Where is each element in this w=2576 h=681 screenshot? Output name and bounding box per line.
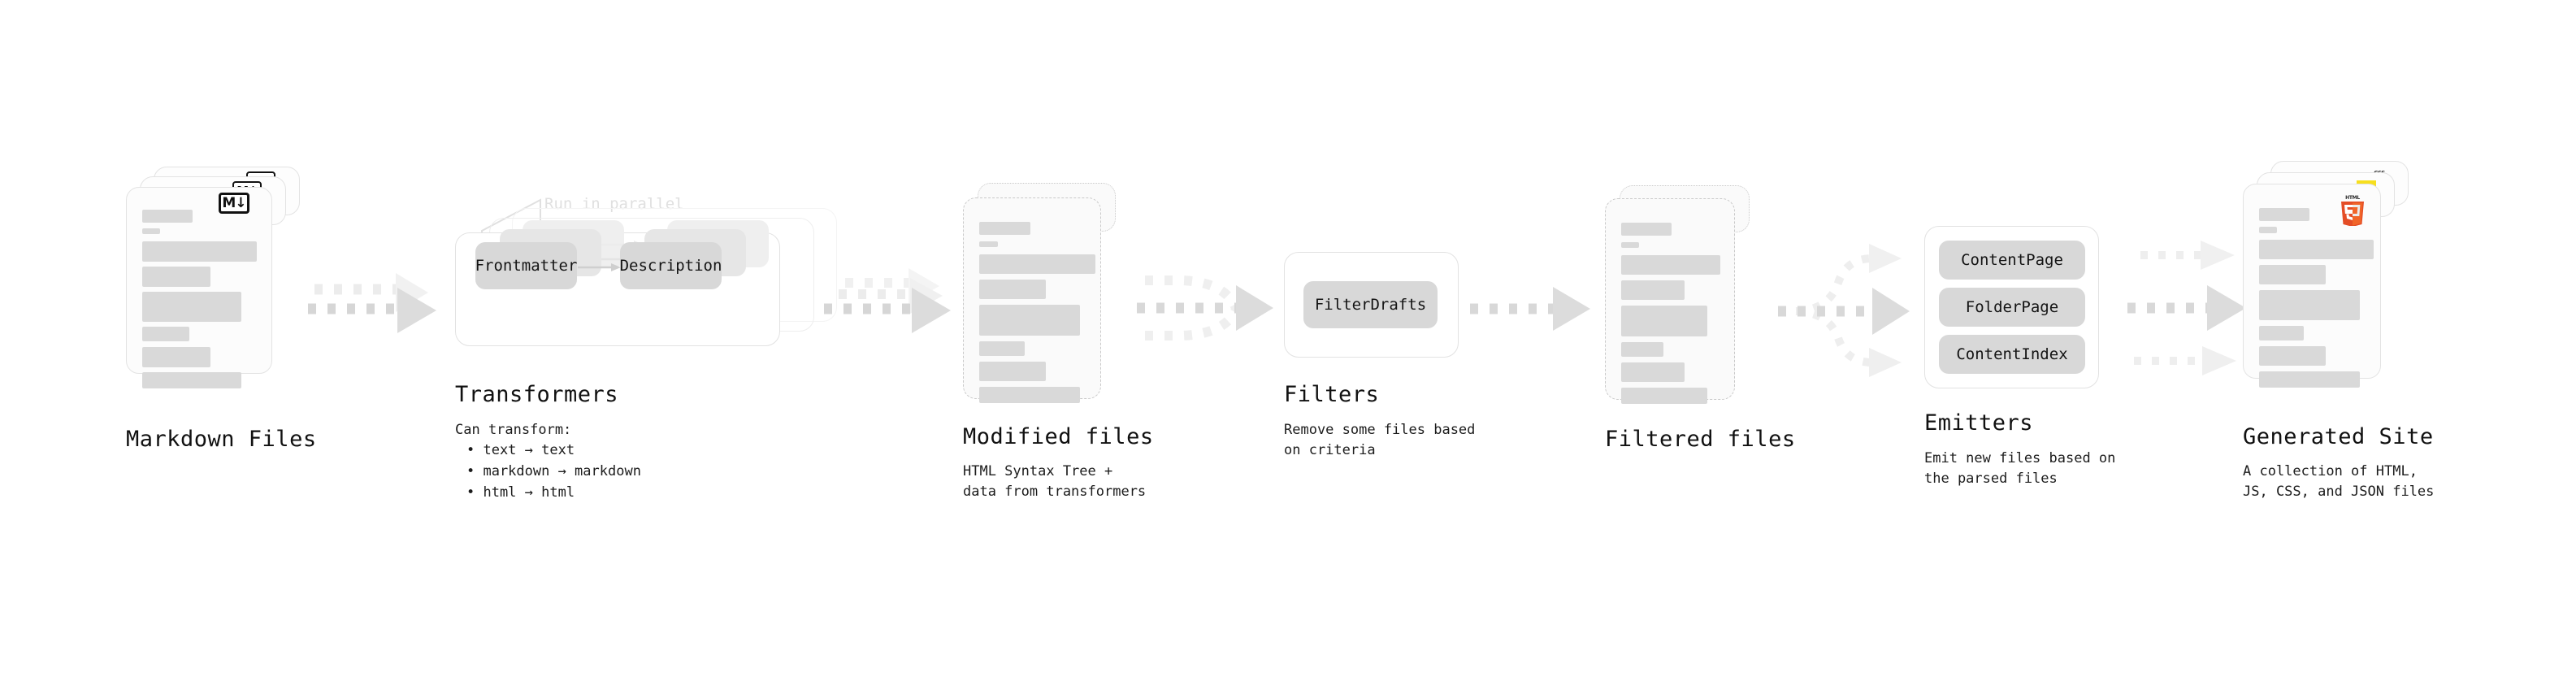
doc-bar	[979, 305, 1080, 336]
chip-contentindex[interactable]: ContentIndex	[1939, 335, 2085, 374]
markdown-files-stack: M↓ M↓ M↓	[126, 167, 321, 410]
chip-contentpage-label: ContentPage	[1961, 251, 2063, 269]
arrow-emitters-to-site	[2127, 241, 2246, 375]
chip-description[interactable]: Description	[620, 242, 722, 289]
transformer-inner-arrow	[578, 263, 621, 271]
chip-frontmatter-label: Frontmatter	[475, 257, 578, 275]
modified-files-title: Modified files	[963, 424, 1154, 449]
doc-bar	[142, 347, 210, 367]
chip-contentpage[interactable]: ContentPage	[1939, 241, 2085, 280]
generated-site-stack: CSS HTML	[2243, 161, 2438, 413]
chip-folderpage[interactable]: FolderPage	[1939, 288, 2085, 327]
doc-bar	[2259, 265, 2326, 284]
markdown-files-title: Markdown Files	[126, 427, 317, 452]
doc-bar	[142, 292, 241, 322]
doc-bar	[979, 222, 1030, 235]
doc-bar	[142, 267, 210, 287]
arrow-modified-to-filters	[1137, 275, 1273, 340]
doc-bar	[142, 372, 241, 388]
arrow-markdown-to-transformers	[308, 273, 436, 333]
doc-bar	[142, 210, 193, 223]
modified-files-stack	[963, 183, 1142, 427]
arrow-filtered-to-emitters	[1778, 244, 1910, 377]
doc-bar	[1621, 280, 1685, 300]
doc-bar	[1621, 255, 1720, 275]
filters-title: Filters	[1284, 382, 1380, 407]
transformers-title: Transformers	[455, 382, 619, 407]
md-badge-text: M↓	[222, 195, 246, 211]
doc-bar	[2259, 346, 2326, 366]
doc-bar	[1621, 388, 1707, 404]
doc-bar	[979, 280, 1046, 299]
html5-icon: HTML	[2339, 193, 2366, 227]
doc-bar	[1621, 223, 1672, 236]
transformers-bullet-markdown: • markdown → markdown	[466, 463, 641, 479]
transformers-stack: Run in parallel Frontmatter Description	[455, 193, 837, 348]
doc-bar	[2259, 290, 2360, 320]
doc-bar	[1621, 306, 1707, 336]
doc-bar	[2259, 240, 2374, 259]
arrow-filters-to-filtered	[1470, 287, 1590, 331]
chip-folderpage-label: FolderPage	[1965, 298, 2059, 316]
doc-bar	[1621, 342, 1663, 357]
emitters-subtitle: Emit new files based on the parsed files	[1924, 450, 2116, 487]
chip-filterdrafts-label: FilterDrafts	[1314, 296, 1427, 314]
arrow-transformers-to-modified	[824, 268, 951, 333]
chip-contentindex-label: ContentIndex	[1956, 345, 2068, 363]
generated-site-subtitle: A collection of HTML, JS, CSS, and JSON …	[2243, 463, 2435, 500]
doc-bar	[142, 228, 160, 234]
svg-text:HTML: HTML	[2345, 195, 2360, 201]
doc-bar	[979, 387, 1080, 403]
doc-bar	[142, 327, 189, 341]
doc-bar	[979, 362, 1046, 381]
transformers-bullet-text: • text → text	[466, 442, 575, 458]
generated-site-title: Generated Site	[2243, 424, 2434, 449]
chip-description-label: Description	[619, 257, 722, 275]
markdown-icon: M↓	[219, 193, 249, 214]
doc-bar	[2259, 326, 2304, 340]
doc-bar	[1621, 362, 1685, 382]
emitters-stack: ContentPage FolderPage ContentIndex	[1924, 226, 2127, 397]
transformers-subtitle: Can transform:	[455, 422, 572, 438]
doc-bar	[1621, 242, 1639, 248]
modified-files-subtitle: HTML Syntax Tree + data from transformer…	[963, 463, 1147, 500]
filters-stack: FilterDrafts	[1284, 252, 1479, 366]
emitters-title: Emitters	[1924, 410, 2034, 436]
doc-bar	[979, 254, 1095, 274]
filtered-files-title: Filtered files	[1605, 427, 1796, 452]
doc-bar	[979, 341, 1025, 356]
doc-bar	[2259, 227, 2277, 233]
doc-bar	[979, 241, 998, 247]
doc-bar	[2259, 208, 2309, 221]
chip-frontmatter[interactable]: Frontmatter	[475, 242, 577, 289]
doc-bar	[2259, 371, 2360, 388]
doc-bar	[142, 241, 257, 262]
chip-filterdrafts[interactable]: FilterDrafts	[1303, 281, 1438, 328]
filters-subtitle: Remove some files based on criteria	[1284, 422, 1476, 458]
filtered-files-stack	[1605, 185, 1784, 429]
transformers-bullet-html: • html → html	[466, 484, 575, 501]
